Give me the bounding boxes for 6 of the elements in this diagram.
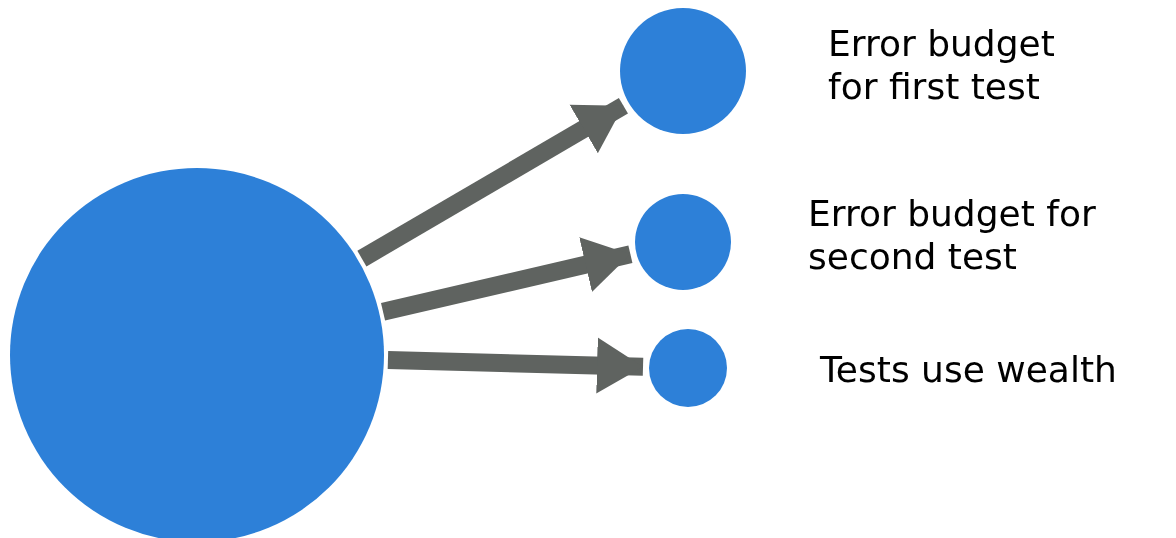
- node-caption: Tests use wealth: [820, 348, 1118, 391]
- node-caption: Error budget for first test: [828, 22, 1056, 108]
- arrow: [381, 237, 633, 321]
- node-caption: Error budget for second test: [808, 192, 1097, 278]
- arrow: [387, 337, 644, 394]
- arrow: [357, 98, 628, 267]
